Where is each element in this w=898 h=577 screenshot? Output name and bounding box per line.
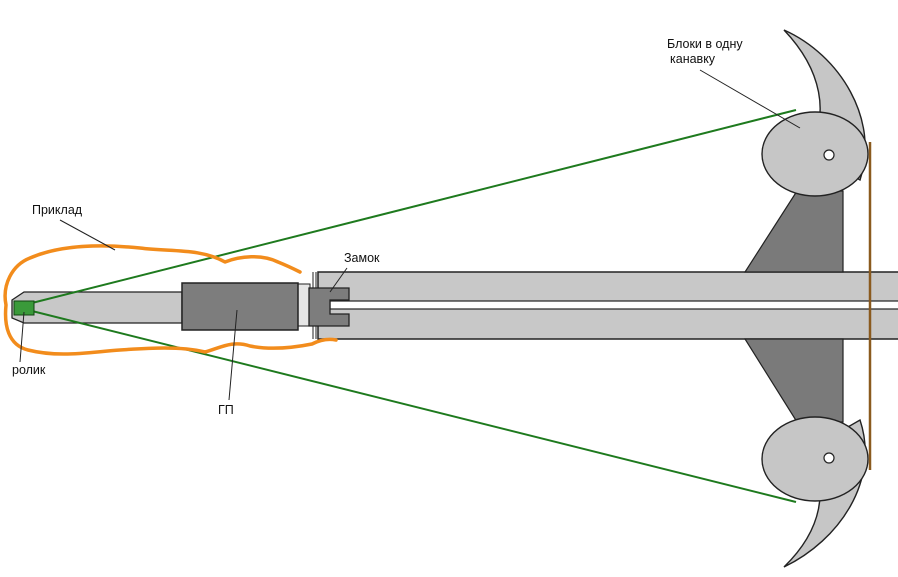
barrel-groove [329, 300, 898, 310]
string-lower [19, 307, 797, 503]
leader-lock [329, 267, 348, 293]
cam-lower [761, 416, 869, 568]
label-pulleys-line2: канавку [670, 52, 716, 66]
leader-roller [19, 311, 25, 363]
leader-stock [59, 219, 116, 251]
label-gp: ГП [218, 403, 234, 417]
cam-lower-axle [823, 452, 835, 464]
label-pulleys-line1: Блоки в одну [667, 37, 743, 51]
lock-mechanism [308, 287, 350, 327]
string-upper [19, 109, 797, 307]
leader-pulleys [699, 69, 801, 129]
stock-rail-mid [297, 283, 311, 327]
cam-upper-axle [823, 149, 835, 161]
stock-outline [3, 244, 338, 356]
limb-arm-upper [743, 190, 844, 273]
leader-gp [228, 309, 238, 401]
label-stock: Приклад [32, 203, 83, 217]
cam-upper [761, 29, 869, 197]
gp-block [181, 282, 299, 331]
stock-rail [11, 291, 183, 324]
cam-lower-disc [761, 416, 869, 502]
cam-upper-disc [761, 111, 869, 197]
limb-arm-lower [743, 338, 844, 423]
label-lock: Замок [344, 251, 380, 265]
label-roller: ролик [12, 363, 46, 377]
